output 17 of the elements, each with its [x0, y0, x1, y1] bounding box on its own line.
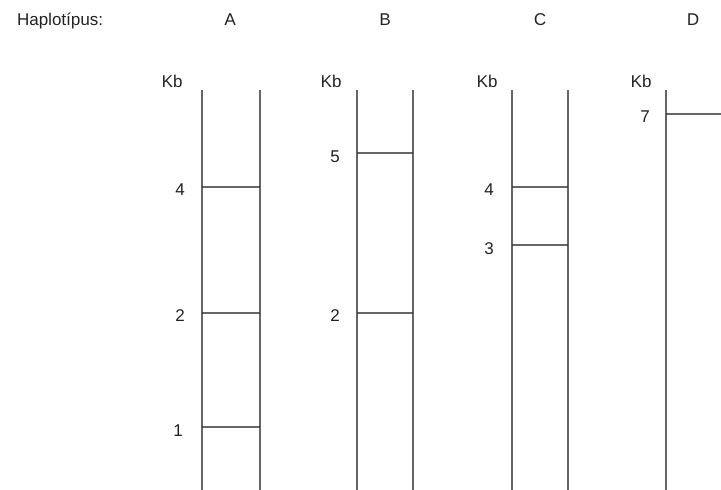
lane-label: A: [224, 10, 236, 30]
size-label: 2: [175, 306, 185, 326]
lane-label: C: [534, 10, 546, 30]
size-label: 3: [484, 239, 494, 259]
size-label: 5: [330, 147, 340, 167]
size-label: 1: [173, 421, 183, 441]
size-label: 7: [640, 107, 650, 127]
size-label: 2: [330, 306, 340, 326]
unit-label: Kb: [162, 72, 182, 92]
lane-label: D: [686, 10, 700, 30]
unit-label: Kb: [476, 72, 498, 92]
heading: Haplotípus:: [17, 10, 103, 30]
size-label: 4: [484, 180, 494, 200]
unit-label: Kb: [320, 72, 342, 92]
unit-label: Kb: [630, 72, 652, 92]
lane-label: B: [379, 10, 391, 30]
size-label: 4: [175, 180, 185, 200]
